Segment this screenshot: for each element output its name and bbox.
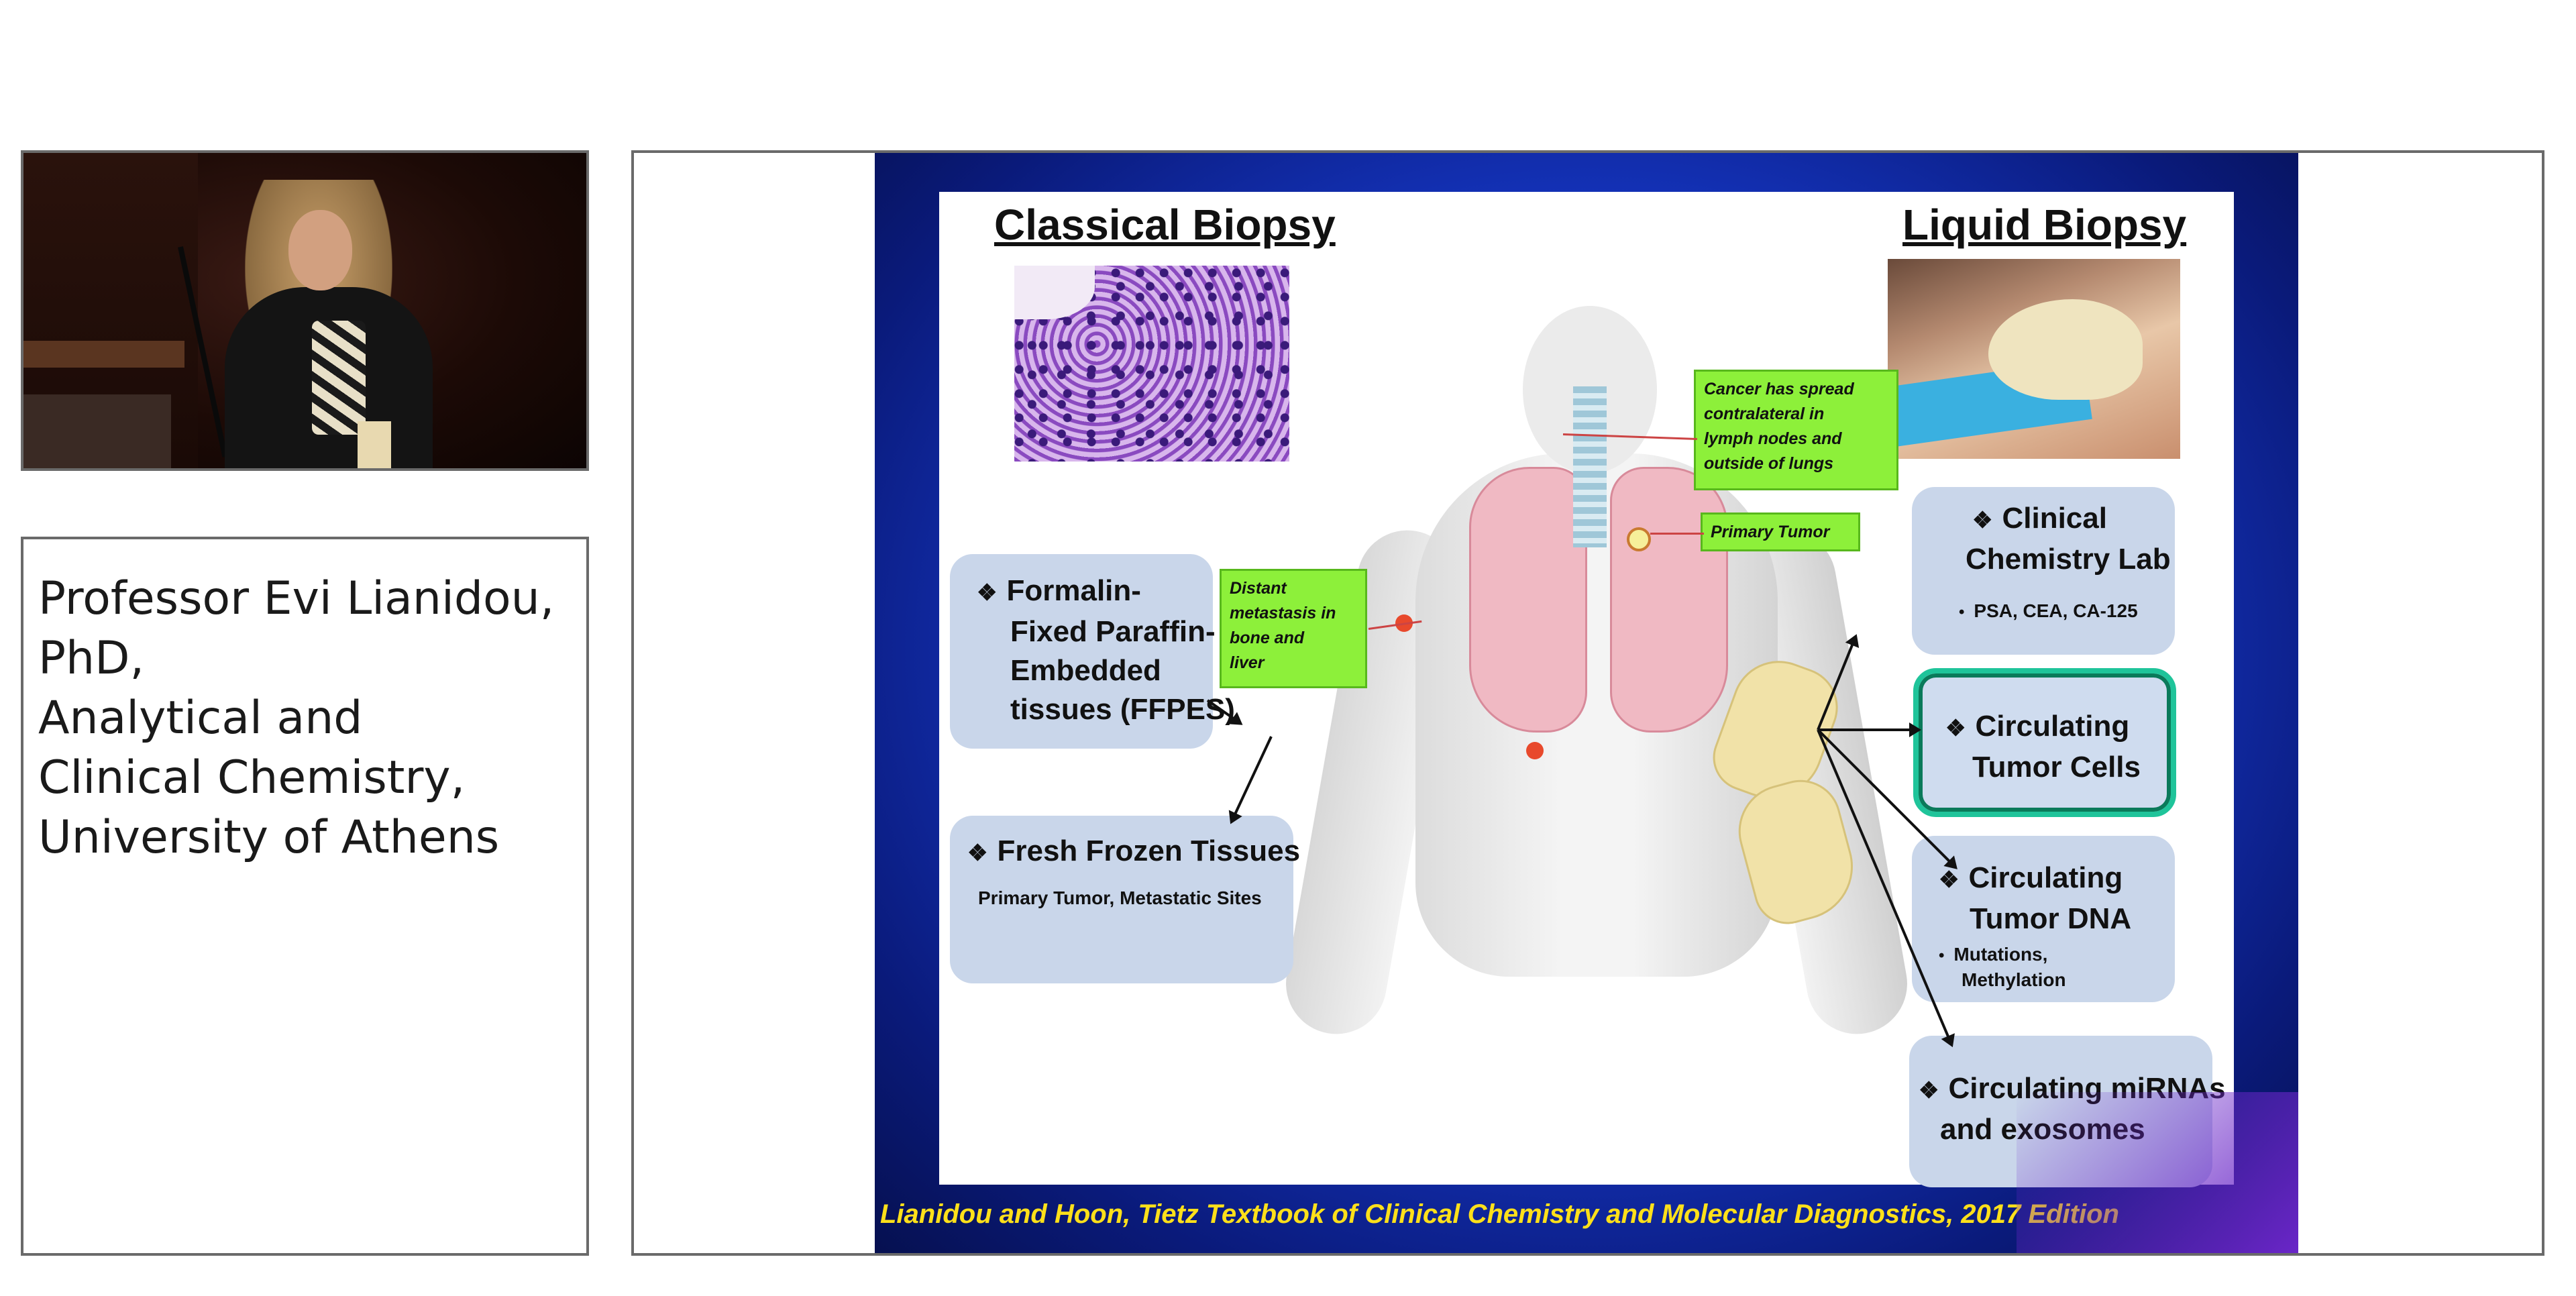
- box-ctdna-sub-text: Mutations,: [1953, 944, 2047, 965]
- primary-tumor-marker: [1627, 527, 1651, 551]
- box-lab-title-text: Clinical: [2002, 502, 2107, 535]
- box-ffpe-title-line: tissues (FFPES): [977, 690, 1199, 729]
- box-ctdna-title-text: Circulating: [1968, 861, 2123, 894]
- box-fresh-frozen-title: ❖Fresh Frozen Tissues: [967, 832, 1280, 873]
- small-bullet-icon: •: [1959, 603, 1964, 621]
- box-fresh-frozen-title-text: Fresh Frozen Tissues: [997, 834, 1300, 867]
- box-ffpe-title-line: ❖ Formalin-: [977, 572, 1199, 612]
- arrow-to-fresh-frozen: [1230, 736, 1273, 822]
- blood-photo-glove: [1988, 299, 2143, 400]
- trachea: [1573, 386, 1607, 547]
- box-fresh-frozen-sub: Primary Tumor, Metastatic Sites: [967, 886, 1280, 910]
- box-mirna-title-line: and exosomes: [1919, 1110, 2206, 1149]
- speaker-university-line: University of Athens: [38, 808, 572, 867]
- callout-spread-line: contralateral in: [1704, 402, 1888, 427]
- slide-content-panel: Classical Biopsy Liquid Biopsy Cancer ha…: [939, 192, 2234, 1185]
- heading-classical-biopsy: Classical Biopsy: [994, 200, 1336, 250]
- diamond-bullet-icon: ❖: [1919, 1078, 1939, 1103]
- box-ffpe-tissues: ❖ Formalin- Fixed Paraffin- Embedded tiss…: [950, 554, 1213, 749]
- callout-spread-line: Cancer has spread: [1704, 377, 1888, 402]
- right-lung: [1610, 467, 1728, 733]
- box-ffpe-title-text: Formalin-: [1006, 574, 1140, 607]
- callout-spread-line: outside of lungs: [1704, 451, 1888, 476]
- presentation-slide: Classical Biopsy Liquid Biopsy Cancer ha…: [875, 153, 2298, 1253]
- speaker-dept-line: Clinical Chemistry,: [38, 748, 572, 808]
- callout-spread: Cancer has spread contralateral in lymph…: [1694, 370, 1898, 490]
- heading-liquid-biopsy: Liquid Biopsy: [1902, 200, 2186, 250]
- tissue-histology-image: [1014, 266, 1289, 462]
- callout-distant-line: metastasis in: [1230, 601, 1357, 626]
- speaker-info-panel: Professor Evi Lianidou, PhD, Analytical …: [21, 537, 589, 1256]
- box-ctc-title-text: Circulating: [1975, 710, 2129, 743]
- box-circulating-tumor-cells: ❖ Circulating Tumor Cells: [1913, 668, 2176, 817]
- box-ctc-title-line: Tumor Cells: [1945, 748, 2164, 787]
- box-ffpe-title-line: Embedded: [977, 651, 1199, 690]
- box-fresh-frozen-tissues: ❖Fresh Frozen Tissues Primary Tumor, Met…: [950, 816, 1293, 983]
- diamond-bullet-icon: ❖: [967, 841, 987, 866]
- callout-distant-line: bone and: [1230, 626, 1357, 651]
- box-mirna-title-text: Circulating miRNAs: [1948, 1072, 2225, 1105]
- callout-distant-line: Distant: [1230, 576, 1357, 601]
- speaker-face: [288, 210, 352, 290]
- callout-distant-line: liver: [1230, 651, 1357, 676]
- arrow-to-ctc: [1818, 728, 1919, 731]
- box-ctdna-title-line: ❖Circulating: [1939, 859, 2168, 900]
- callout-primary-label: Primary Tumor: [1711, 520, 1850, 545]
- box-lab-sub-text: PSA, CEA, CA-125: [1974, 600, 2137, 621]
- diamond-bullet-icon: ❖: [1972, 508, 1992, 533]
- callout-primary-tumor: Primary Tumor: [1701, 512, 1860, 551]
- callout-distant-metastasis: Distant metastasis in bone and liver: [1220, 569, 1367, 688]
- pointer-line-primary: [1650, 533, 1704, 535]
- box-lab-title-line: ❖ Clinical: [1972, 499, 2168, 540]
- speaker-badge: [358, 421, 391, 468]
- liver-metastasis-marker: [1526, 742, 1544, 759]
- box-ctdna-sub-line: Methylation: [1939, 968, 2168, 992]
- small-bullet-icon: •: [1939, 947, 1944, 965]
- speaker-dept-line: Analytical and: [38, 688, 572, 748]
- speaker-scarf: [312, 321, 366, 435]
- blood-draw-photo: [1888, 259, 2180, 459]
- box-ctdna-title-line: Tumor DNA: [1939, 900, 2168, 938]
- speaker-video[interactable]: [21, 150, 589, 471]
- speaker-degree-line: PhD,: [38, 629, 572, 688]
- diamond-bullet-icon: ❖: [977, 580, 997, 606]
- box-ctdna-sub-line: • Mutations,: [1939, 942, 2168, 968]
- box-mirna-title-line: ❖Circulating miRNAs: [1919, 1069, 2206, 1110]
- slide-citation: Lianidou and Hoon, Tietz Textbook of Cli…: [880, 1199, 2119, 1230]
- box-ctc-title-line: ❖ Circulating: [1945, 707, 2164, 748]
- diamond-bullet-icon: ❖: [1945, 716, 1966, 741]
- box-lab-title-line: Chemistry Lab: [1966, 540, 2168, 579]
- left-lung: [1469, 467, 1587, 733]
- box-circulating-mirnas: ❖Circulating miRNAs and exosomes: [1909, 1036, 2212, 1187]
- box-ffpe-title-line: Fixed Paraffin-: [977, 612, 1199, 651]
- speaker-name-line: Professor Evi Lianidou,: [38, 569, 572, 629]
- video-desk: [23, 341, 184, 368]
- box-clinical-chemistry-lab: ❖ Clinical Chemistry Lab • PSA, CEA, CA-12…: [1912, 487, 2175, 655]
- box-lab-sub: • PSA, CEA, CA-125: [1959, 599, 2168, 625]
- callout-spread-line: lymph nodes and: [1704, 427, 1888, 451]
- video-podium: [23, 394, 171, 471]
